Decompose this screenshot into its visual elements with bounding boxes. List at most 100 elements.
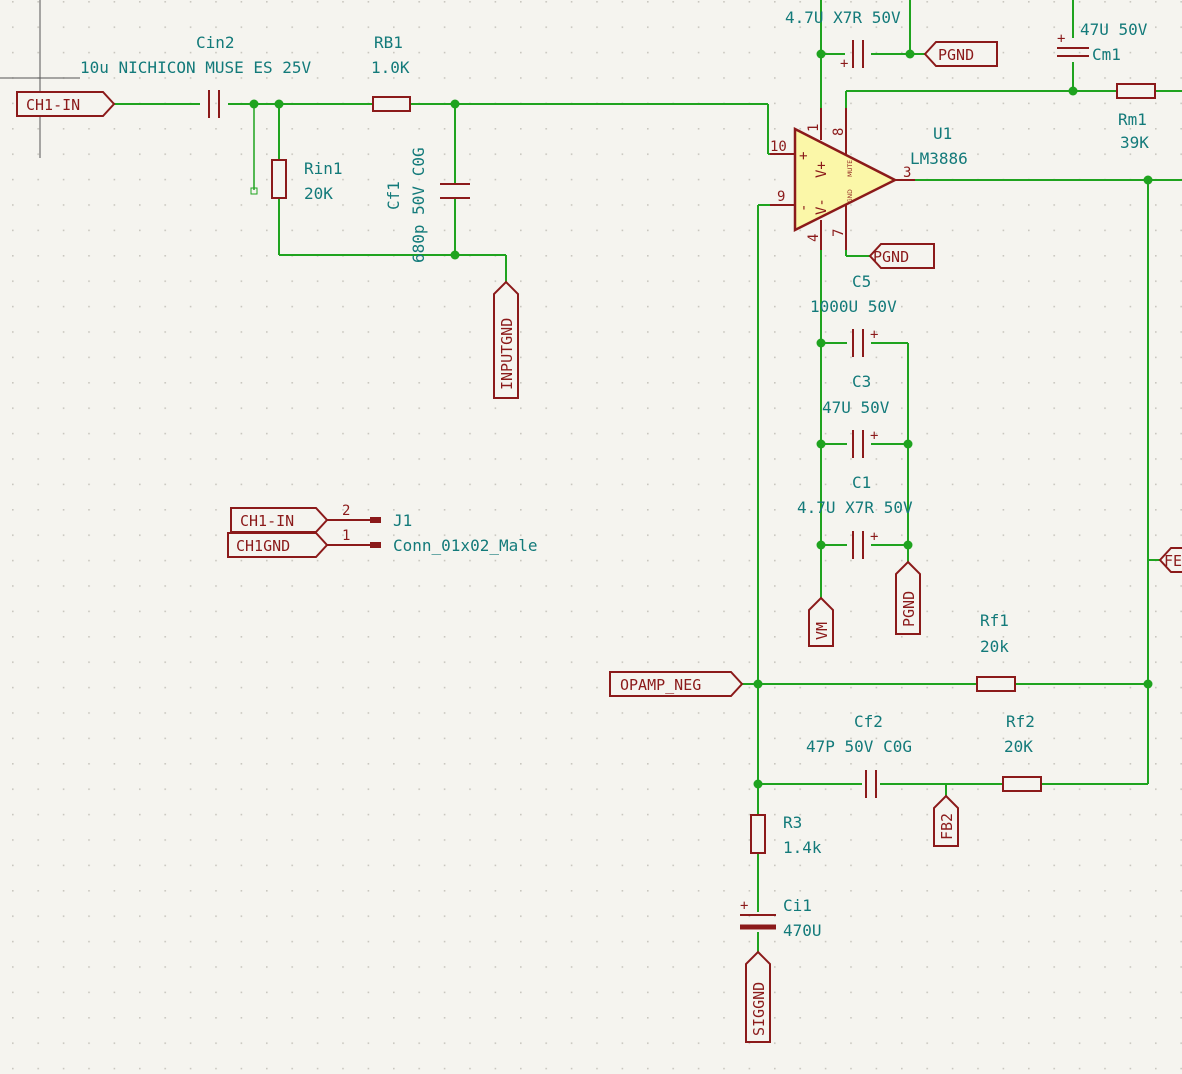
j1-pin-1-number: 1 (342, 528, 350, 544)
net-label-text: INPUTGND (498, 318, 516, 390)
resistor-r3[interactable]: R3 1.4k (750, 813, 822, 857)
rm1-ref: Rm1 (1118, 110, 1147, 129)
unconnected-pin-marker (250, 187, 258, 195)
polarity-mark: + (840, 56, 848, 72)
net-label-text: SIGGND (750, 982, 768, 1036)
net-label-pgnd-mid[interactable]: PGND (868, 243, 935, 269)
capacitor-top[interactable]: + 4.7U X7R 50V (785, 8, 901, 72)
rin1-ref: Rin1 (304, 159, 343, 178)
crosshair-cursor (0, 0, 80, 158)
net-label-ch1-in[interactable]: CH1-IN (16, 91, 116, 117)
cf1-ref: Cf1 (384, 181, 403, 210)
polarity-mark: + (870, 428, 878, 444)
capacitor-cf2[interactable]: Cf2 47P 50V C0G (806, 712, 912, 798)
rf1-value: 20k (980, 637, 1009, 656)
net-label-vm[interactable]: VM (808, 596, 834, 647)
net-label-text: VM (813, 622, 831, 640)
net-label-pgnd-right[interactable]: PGND (895, 560, 921, 635)
capacitor-cin2[interactable]: Cin2 10u NICHICON MUSE ES 25V (80, 33, 312, 118)
net-label-text: FE (1164, 552, 1182, 570)
net-label-siggnd[interactable]: SIGGND (745, 950, 771, 1043)
rf1-ref: Rf1 (980, 611, 1009, 630)
net-label-ch1gnd[interactable]: CH1GND (227, 532, 329, 558)
polarity-mark: + (1057, 31, 1065, 47)
pin-9-number: 9 (777, 189, 785, 205)
cm1-ref: Cm1 (1092, 45, 1121, 64)
rf2-ref: Rf2 (1006, 712, 1035, 731)
pin-mute-label: MUTE (847, 160, 854, 177)
net-label-ch1-in-j1[interactable]: CH1-IN (230, 507, 329, 533)
connector-j1[interactable]: 2 1 J1 Conn_01x02_Male (342, 503, 538, 555)
c5-ref: C5 (852, 272, 871, 291)
c3-ref: C3 (852, 372, 871, 391)
ci1-ref: Ci1 (783, 896, 812, 915)
net-label-inputgnd[interactable]: INPUTGND (493, 280, 519, 399)
net-label-text: OPAMP_NEG (620, 676, 701, 694)
pin-gnd-label: GND (847, 189, 854, 203)
polarity-mark: + (870, 529, 878, 545)
cm1-value: 47U 50V (1080, 20, 1148, 39)
rin1-value: 20K (304, 184, 333, 203)
pin-4-number: 4 (806, 234, 822, 242)
junctions (249, 49, 1153, 789)
rf2-value: 20K (1004, 737, 1033, 756)
rb1-value: 1.0K (371, 58, 410, 77)
capacitor-c5[interactable]: + C5 1000U 50V (810, 272, 897, 357)
c1-ref: C1 (852, 473, 871, 492)
c3-value: 47U 50V (822, 398, 890, 417)
capacitor-cm1[interactable]: + 47U 50V Cm1 (1057, 20, 1148, 64)
r3-ref: R3 (783, 813, 802, 832)
cin2-value: 10u NICHICON MUSE ES 25V (80, 58, 312, 77)
net-label-fb2[interactable]: FB2 (933, 794, 959, 847)
net-label-opamp-neg[interactable]: OPAMP_NEG (609, 671, 744, 697)
capacitor-c1[interactable]: + C1 4.7U X7R 50V (797, 473, 913, 559)
rb1-ref: RB1 (374, 33, 403, 52)
c-top-value: 4.7U X7R 50V (785, 8, 901, 27)
pin-minus-label: - (796, 204, 812, 212)
polarity-mark: + (740, 898, 748, 914)
u1-ref: U1 (933, 124, 952, 143)
resistor-rb1[interactable]: RB1 1.0K (371, 33, 411, 112)
pin-3-number: 3 (903, 165, 911, 181)
rm1-value: 39K (1120, 133, 1149, 152)
c5-value: 1000U 50V (810, 297, 897, 316)
ci1-value: 470U (783, 921, 822, 940)
capacitor-cf1[interactable]: Cf1 680p 50V C0G (384, 147, 470, 263)
opamp-u1[interactable]: V+ V- + - MUTE GND 10 9 1 8 3 4 7 U1 LM3… (770, 108, 968, 250)
j1-pin-2-number: 2 (342, 503, 350, 519)
pin-plus-label: + (796, 152, 812, 160)
pin-vplus-label: V+ (814, 161, 830, 178)
pin-10-number: 10 (770, 139, 787, 155)
resistor-rf1[interactable]: Rf1 20k (976, 611, 1016, 692)
resistor-rf2[interactable]: Rf2 20K (1002, 712, 1042, 792)
opamp-triangle (793, 126, 898, 233)
net-label-text: CH1-IN (26, 96, 80, 114)
capacitor-ci1[interactable]: + Ci1 470U (740, 896, 822, 940)
j1-ref: J1 (393, 511, 412, 530)
polarity-mark: + (870, 327, 878, 343)
u1-value: LM3886 (910, 149, 968, 168)
net-label-text: CH1GND (236, 537, 290, 555)
pin-8-number: 8 (831, 128, 847, 136)
r3-value: 1.4k (783, 838, 822, 857)
net-label-fb-edge[interactable]: FE (1158, 547, 1182, 573)
net-label-text: PGND (873, 248, 909, 266)
net-label-text: FB2 (938, 813, 956, 840)
net-label-text: PGND (938, 46, 974, 64)
capacitor-c3[interactable]: + C3 47U 50V (822, 372, 890, 458)
pin-7-number: 7 (831, 229, 847, 237)
cf2-value: 47P 50V C0G (806, 737, 912, 756)
j1-value: Conn_01x02_Male (393, 536, 538, 555)
cf1-value: 680p 50V C0G (409, 147, 428, 263)
cin2-ref: Cin2 (196, 33, 235, 52)
cf2-ref: Cf2 (854, 712, 883, 731)
pin-vminus-label: V- (814, 198, 830, 215)
resistor-rm1[interactable]: Rm1 39K (1116, 83, 1156, 152)
net-label-pgnd-top[interactable]: PGND (923, 41, 998, 67)
c1-value: 4.7U X7R 50V (797, 498, 913, 517)
net-label-text: CH1-IN (240, 512, 294, 530)
pin-1-number: 1 (806, 124, 822, 132)
resistor-rin1[interactable]: Rin1 20K (271, 159, 343, 203)
